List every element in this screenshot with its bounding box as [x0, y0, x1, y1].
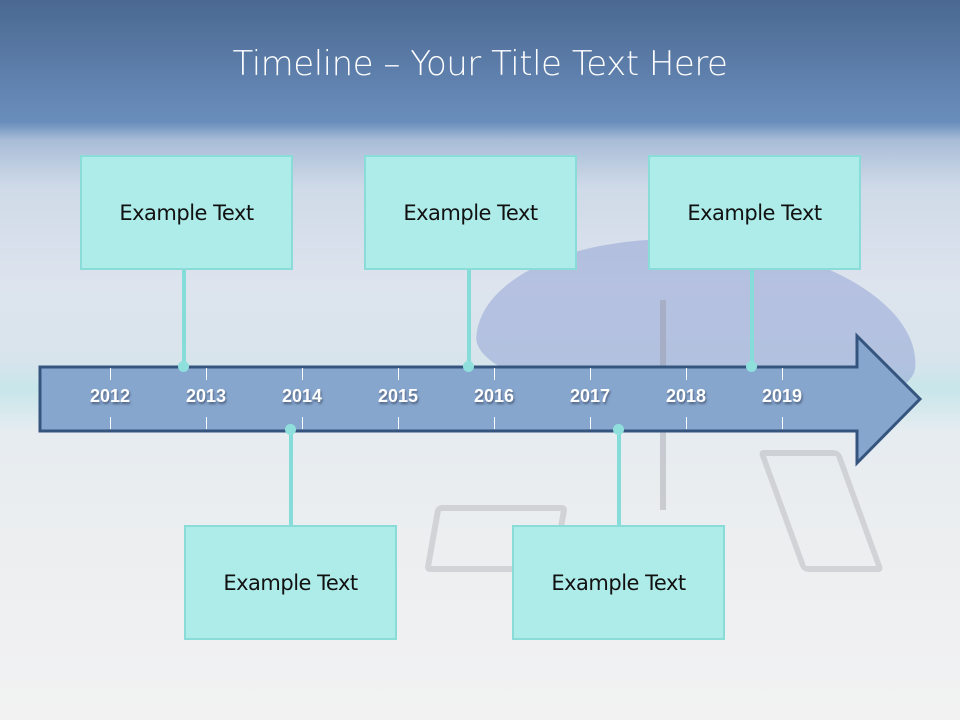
- year-label-2017: 2017: [569, 386, 611, 406]
- event-box-bottom-1[interactable]: Example Text: [184, 525, 397, 640]
- tick-mark: [686, 417, 687, 429]
- connector-dot: [463, 361, 474, 372]
- year-label-2016: 2016: [473, 386, 515, 406]
- tick-mark: [206, 417, 207, 429]
- connector-line: [182, 269, 186, 366]
- connector-line: [467, 269, 471, 366]
- tick-mark: [206, 368, 207, 380]
- connector-line: [289, 432, 293, 526]
- tick-mark: [302, 417, 303, 429]
- year-label-2018: 2018: [665, 386, 707, 406]
- tick-mark: [110, 368, 111, 380]
- event-box-bottom-2[interactable]: Example Text: [512, 525, 725, 640]
- tick-mark: [398, 417, 399, 429]
- connector-line: [617, 432, 621, 526]
- tick-mark: [686, 368, 687, 380]
- tick-mark: [590, 417, 591, 429]
- connector-dot: [178, 361, 189, 372]
- connector-line: [750, 269, 754, 366]
- slide-title[interactable]: Timeline – Your Title Text Here: [232, 44, 728, 84]
- event-box-top-2[interactable]: Example Text: [364, 155, 577, 270]
- tick-mark: [494, 417, 495, 429]
- event-box-top-3[interactable]: Example Text: [648, 155, 861, 270]
- tick-mark: [302, 368, 303, 380]
- tick-mark: [590, 368, 591, 380]
- connector-dot: [285, 424, 296, 435]
- year-label-2013: 2013: [185, 386, 227, 406]
- year-label-2014: 2014: [281, 386, 323, 406]
- year-label-2019: 2019: [761, 386, 803, 406]
- connector-dot: [613, 424, 624, 435]
- tick-mark: [110, 417, 111, 429]
- year-label-2015: 2015: [377, 386, 419, 406]
- year-label-2012: 2012: [89, 386, 131, 406]
- connector-dot: [746, 361, 757, 372]
- tick-mark: [782, 417, 783, 429]
- tick-mark: [494, 368, 495, 380]
- event-box-top-1[interactable]: Example Text: [80, 155, 293, 270]
- tick-mark: [398, 368, 399, 380]
- tick-mark: [782, 368, 783, 380]
